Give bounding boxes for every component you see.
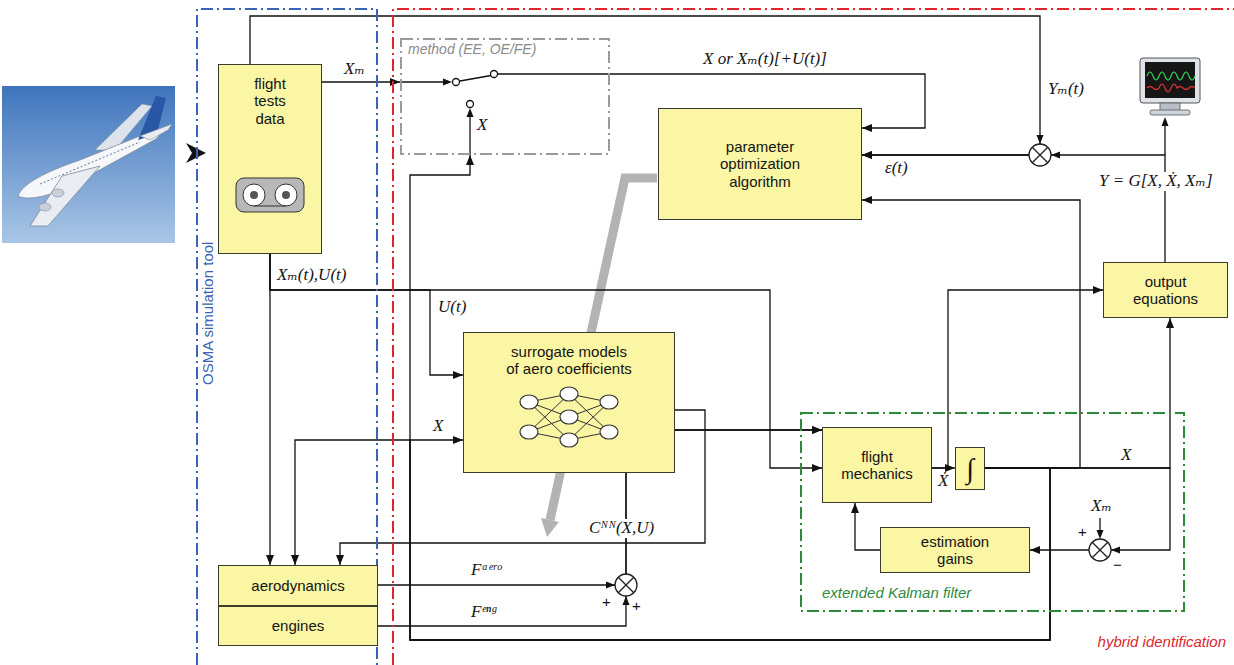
reference-wire	[1099, 518, 1100, 531]
signal-label: Ẋ	[937, 472, 949, 491]
method-region: method (EE, OE/FE)	[400, 38, 610, 155]
sign-label: +	[602, 594, 611, 611]
signal-label: Fᵃᵉʳᵒ	[470, 561, 502, 580]
box-label: flight mechanics	[837, 448, 917, 483]
region-label: hybrid identification	[1098, 633, 1226, 651]
connector-line	[270, 254, 463, 375]
connector-line	[932, 290, 1103, 468]
signal-label: Cᴺᴺ(X,U)	[588, 519, 655, 538]
signal-label: Y = G[X, Ẋ, Xₘ]	[1098, 172, 1214, 191]
connector-line	[985, 318, 1170, 468]
process-box: estimation gains	[880, 527, 1030, 573]
process-box: output equations	[1103, 262, 1228, 318]
box-label: parameter optimization algorithm	[710, 138, 810, 190]
connector-line	[322, 81, 400, 82]
box-label: ∫	[966, 455, 974, 483]
signal-label: X or Xₘ(t)[+U(t)]	[702, 50, 828, 69]
signal-label: Xₘ	[343, 60, 366, 79]
identification-region: hybrid identification method (EE, OE/FE) p…	[392, 8, 1234, 665]
integrator-box: ∫	[955, 447, 985, 490]
network-icon	[514, 384, 624, 450]
tape-icon	[235, 177, 305, 213]
signal-label: Fᵉⁿᵍ	[470, 603, 497, 622]
signal-label: X	[1120, 446, 1132, 465]
box-label: flight tests data	[244, 75, 296, 127]
connector-line	[250, 16, 1040, 155]
tool-region: OSMA simulation tool flight tests data aer…	[196, 8, 378, 665]
signal-label: Xₘ(t),U(t)	[276, 266, 347, 285]
signal-label: Xₘ	[1090, 497, 1113, 516]
connector-line	[855, 503, 880, 550]
sign-label: +	[1078, 524, 1087, 541]
box-label: aerodynamics	[251, 577, 344, 594]
box-label: output equations	[1130, 273, 1202, 308]
region-label: extended Kalman filter	[822, 584, 971, 602]
process-box: parameter optimization algorithm	[658, 108, 862, 220]
signal-label: U(t)	[437, 298, 467, 317]
monitor-icon	[1140, 58, 1200, 155]
aircraft-photo	[2, 86, 175, 243]
sign-label: −	[1113, 557, 1122, 574]
process-box: flight mechanics	[822, 427, 932, 503]
connector-line	[410, 155, 1050, 640]
box-label: engines	[272, 617, 325, 634]
model-box: surrogate models of aero coefficients	[463, 332, 675, 473]
box-label: surrogate models of aero coefficients	[505, 343, 634, 378]
signal-label: Yₘ(t)	[1047, 80, 1085, 99]
signal-label: ε(t)	[884, 159, 909, 178]
sign-label: +	[632, 598, 641, 615]
region-label: method (EE, OE/FE)	[408, 41, 536, 58]
model-box: aerodynamics	[218, 565, 378, 606]
region-label: OSMA simulation tool	[199, 242, 217, 385]
signal-label: X	[432, 417, 444, 436]
filter-region: extended Kalman filter flight mechanics ∫ e…	[800, 412, 1185, 612]
model-box: engines	[218, 606, 378, 646]
box-label: estimation gains	[918, 533, 993, 568]
connector-line	[269, 254, 270, 565]
switch-symbol	[400, 71, 610, 156]
data-box: flight tests data	[218, 64, 322, 254]
signal-label: X	[476, 116, 488, 135]
